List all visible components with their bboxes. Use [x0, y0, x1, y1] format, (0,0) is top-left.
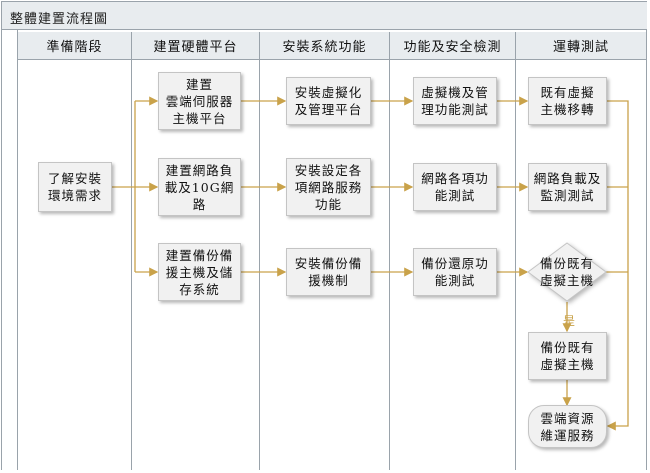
node-decision-backup-vm: 備份既有 虛擬主機 — [527, 242, 607, 302]
node-install-network-services: 安裝設定各 項網路服務 功能 — [286, 158, 371, 216]
node-test-backup-restore: 備份還原功 能測試 — [413, 248, 497, 296]
node-install-virtualization: 安裝虛擬化 及管理平台 — [286, 77, 371, 125]
lane-prepare — [18, 60, 132, 470]
node-label: 安裝設定各 項網路服務 功能 — [294, 162, 363, 212]
node-label: 備份既有 虛擬主機 — [540, 340, 595, 372]
decision-diamond-shape — [527, 242, 607, 302]
node-migrate-vm: 既有虛擬 主機移轉 — [528, 77, 607, 125]
node-label: 安裝備份備 援機制 — [294, 256, 363, 288]
node-understand-environment: 了解安裝 環境需求 — [38, 162, 112, 212]
column-header-operation-test: 運轉測試 — [516, 32, 647, 60]
page-title: 整體建置流程圖 — [10, 12, 109, 27]
node-label: 雲端資源 維運服務 — [540, 410, 595, 443]
arrow-prepare-bus — [112, 101, 136, 272]
node-label: 建置網路負 載及10G網 路 — [164, 162, 235, 212]
column-header-system: 安裝系統功能 — [260, 32, 390, 60]
column-header-prepare: 準備階段 — [18, 32, 132, 60]
yes-label: 是 — [563, 314, 576, 328]
node-label: 既有虛擬 主機移轉 — [540, 85, 595, 117]
title-bar: 整體建置流程圖 — [2, 2, 647, 30]
node-install-backup: 安裝備份備 援機制 — [286, 248, 371, 296]
node-backup-existing-vm: 備份既有 虛擬主機 — [528, 332, 607, 380]
decision-label: 備份既有 虛擬主機 — [539, 256, 594, 288]
node-label: 備份還原功 能測試 — [421, 256, 489, 288]
node-build-backup-storage: 建置備份備 援主機及儲 存系統 — [158, 243, 241, 301]
node-build-network: 建置網路負 載及10G網 路 — [158, 158, 241, 216]
column-header-hardware: 建置硬體平台 — [132, 32, 260, 60]
node-test-network: 網路各項功 能測試 — [413, 163, 497, 211]
node-cloud-resource-service: 雲端資源 維運服務 — [528, 405, 607, 448]
node-test-vm-management: 虛擬機及管 理功能測試 — [413, 77, 497, 125]
node-label: 虛擬機及管 理功能測試 — [421, 85, 489, 117]
node-label: 安裝虛擬化 及管理平台 — [294, 85, 363, 117]
node-label: 網路負載及 監測測試 — [533, 171, 602, 203]
node-label: 了解安裝 環境需求 — [47, 171, 102, 203]
node-label: 建置備份備 援主機及儲 存系統 — [165, 247, 234, 297]
node-label: 網路各項功 能測試 — [421, 171, 489, 203]
node-load-monitor-test: 網路負載及 監測測試 — [528, 163, 607, 211]
node-build-cloud-server: 建置 雲端伺服器 主機平台 — [158, 72, 241, 130]
arrow-right-bus — [606, 100, 629, 431]
node-label: 建置 雲端伺服器 主機平台 — [165, 76, 234, 126]
column-header-security-check: 功能及安全檢測 — [390, 32, 516, 60]
row-gutter — [2, 30, 18, 470]
